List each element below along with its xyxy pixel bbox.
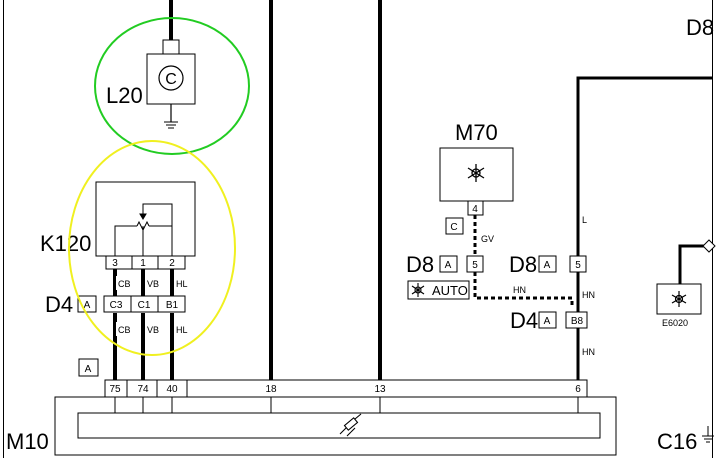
- d4-right-badge: [538, 311, 557, 329]
- k120-pin-3: 3: [112, 258, 118, 269]
- d8-left-label: D8: [406, 252, 434, 277]
- wire-label-cb-upper: CB: [118, 279, 131, 289]
- m10-pin-13: 13: [374, 384, 386, 395]
- m10-pin-ticks: [114, 397, 579, 413]
- e6020-label: E6020: [662, 318, 688, 328]
- m70-label: M70: [455, 120, 498, 145]
- d4-right-badge-letter: A: [544, 316, 551, 327]
- m10-label: M10: [6, 429, 49, 454]
- d4-left-connector[interactable]: D4 A C3 C1 B1: [45, 292, 186, 317]
- k120-component[interactable]: 3 1 2 K120: [40, 181, 196, 270]
- auto-fan-icon: [411, 283, 425, 297]
- wire-label-hl-upper: HL: [176, 279, 188, 289]
- d4-right-connector[interactable]: D4 A B8: [510, 308, 588, 333]
- m10-inner-panel: [77, 412, 601, 439]
- junction-diamond: [702, 239, 716, 253]
- m10-injector-icon: [339, 413, 362, 437]
- m10-pin-75: 75: [109, 384, 121, 395]
- connector-badge-a: [78, 358, 99, 377]
- m70-connector-badge: [445, 217, 464, 235]
- l20-symbol-circle: [158, 65, 184, 91]
- k120-pin-row: [105, 255, 186, 270]
- wire-label-hn-upper: HN: [582, 290, 595, 300]
- c16-label: C16: [657, 429, 697, 454]
- m10-component[interactable]: 75 74 40 18 13 6 M10: [6, 379, 617, 456]
- m70-connector-letter: C: [450, 222, 457, 233]
- d8-right-label: D8: [509, 252, 537, 277]
- d8-top-label: D8: [686, 15, 714, 40]
- m70-pin-4: 4: [472, 204, 478, 215]
- d4-right-pin-box: [565, 311, 588, 329]
- k120-pin-2: 2: [169, 258, 175, 269]
- k120-label: K120: [40, 231, 91, 256]
- d8-right-pin-box: [569, 255, 587, 273]
- d4-left-pin-c1: C1: [138, 300, 151, 311]
- d4-left-badge-letter: A: [84, 300, 91, 311]
- l20-label: L20: [106, 83, 143, 108]
- wire-label-hl-lower: HL: [176, 325, 188, 335]
- e6020-component[interactable]: E6020: [656, 244, 706, 328]
- l20-green-highlight: [94, 17, 250, 155]
- d4-left-pin-c3: C3: [110, 300, 123, 311]
- k120-potentiometer-icon: [114, 203, 173, 256]
- d8-left-badge: [439, 255, 458, 273]
- m10-pin-6: 6: [575, 384, 581, 395]
- d4-left-pin-b1: B1: [166, 300, 179, 311]
- d4-right-label: D4: [510, 308, 538, 333]
- k120-body: [95, 181, 196, 257]
- d8-right-badge: [538, 255, 557, 273]
- wire-hn-dashed: [473, 272, 574, 306]
- d8-right-pin: 5: [575, 260, 581, 271]
- l20-terminal: [162, 39, 180, 55]
- wire-label-vb-upper: VB: [147, 279, 159, 289]
- l20-symbol-letter: C: [165, 71, 177, 88]
- k120-yellow-highlight: [68, 140, 236, 356]
- d4-left-label: D4: [45, 292, 73, 317]
- d4-right-pin: B8: [571, 316, 584, 327]
- d4-left-pin-row: [103, 295, 186, 313]
- auto-label: AUTO: [432, 283, 468, 298]
- d8-left-badge-letter: A: [445, 260, 452, 271]
- m70-component[interactable]: M70 4 C: [439, 120, 514, 235]
- m10-pin-40: 40: [166, 384, 178, 395]
- m10-pin-18: 18: [265, 384, 277, 395]
- k120-harness: [113, 269, 174, 380]
- wire-label-l: L: [582, 215, 587, 225]
- wire-label-hn-lower: HN: [582, 347, 595, 357]
- m70-fan-icon: [467, 164, 485, 182]
- connector-badge-a-letter: A: [85, 364, 92, 375]
- d8-right-connector[interactable]: D8 A 5: [509, 252, 587, 277]
- e6020-fan-icon: [671, 291, 687, 307]
- auto-mode-badge: AUTO: [407, 280, 470, 300]
- d8-left-connector[interactable]: D8 A 5: [406, 252, 484, 277]
- c16-ground-icon: [702, 426, 714, 443]
- c16-component[interactable]: C16: [657, 426, 714, 454]
- l20-ground-icon: [164, 121, 178, 129]
- wire-label-gv: GV: [481, 234, 494, 244]
- d8-left-pin: 5: [472, 260, 478, 271]
- wire-label-hn-dashed: HN: [513, 285, 526, 295]
- d8-right-badge-letter: A: [544, 260, 551, 271]
- l20-component[interactable]: C L20: [106, 0, 196, 129]
- wire-l: [576, 76, 712, 380]
- e6020-wire: [678, 244, 706, 284]
- m10-pin-74: 74: [137, 384, 149, 395]
- k120-pin-1: 1: [140, 258, 146, 269]
- wire-label-cb-lower: CB: [118, 325, 131, 335]
- wire-label-vb-lower: VB: [147, 325, 159, 335]
